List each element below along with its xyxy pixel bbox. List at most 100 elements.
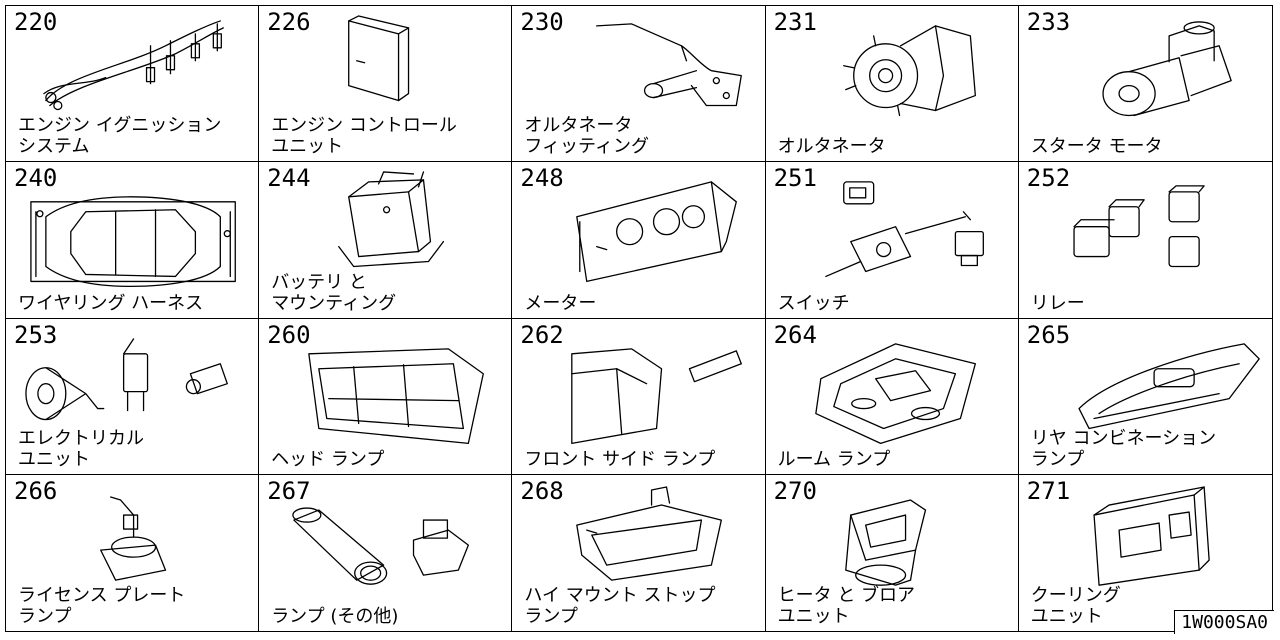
category-number: 240 xyxy=(14,164,58,193)
category-label-line: ヒータ と ブロア xyxy=(777,585,916,606)
category-cell-270[interactable]: 270 ヒータ と ブロアユニット xyxy=(766,474,1019,631)
category-number: 230 xyxy=(520,8,564,36)
category-number: 244 xyxy=(267,164,311,193)
category-cell-264[interactable]: 264 ルーム ランプ xyxy=(765,318,1019,475)
category-label-line: ランプ xyxy=(1030,448,1085,470)
category-label-line: メーター xyxy=(524,292,597,314)
category-label: ヘッド ランプ xyxy=(271,449,384,470)
category-cell-226[interactable]: 226 エンジン コントロールユニット xyxy=(259,6,513,163)
category-cell-231[interactable]: 231 オルタネータ xyxy=(765,6,1019,163)
category-number: 220 xyxy=(14,8,58,36)
category-label: メーター xyxy=(524,293,596,314)
category-label-line: ヘッド ランプ xyxy=(271,448,385,470)
category-number: 268 xyxy=(520,476,564,505)
license-lamp-icon xyxy=(100,496,167,581)
category-label-line: エンジン コントロール xyxy=(271,115,457,137)
category-label-line: フロント サイド ランプ xyxy=(524,448,716,470)
category-cell-251[interactable]: 251 スイッチ xyxy=(765,162,1019,319)
category-cell-267[interactable]: 267 ランプ (その他) xyxy=(259,474,513,631)
category-cell-253[interactable]: 253 エレクトリカルユニット xyxy=(6,318,260,475)
ignition-wires-icon xyxy=(43,20,224,111)
category-label-line: ユニット xyxy=(271,136,344,158)
category-cell-262[interactable]: 262 フロント サイド ランプ xyxy=(512,318,766,475)
category-label: オルタネータ xyxy=(778,136,886,157)
category-cell-240[interactable]: 240 ワイヤリング ハーネス xyxy=(6,162,260,319)
category-label: ルーム ランプ xyxy=(778,449,891,470)
stop-lamp-icon xyxy=(576,486,723,581)
category-label-line: オルタネータ xyxy=(777,136,886,158)
side-lamp-icon xyxy=(571,347,743,444)
category-cell-233[interactable]: 233 スタータ モータ xyxy=(1018,6,1272,163)
cooling-unit-icon xyxy=(1093,486,1210,586)
category-label: ハイ マウント ストップランプ xyxy=(524,585,715,627)
rear-lamp-icon xyxy=(1078,342,1260,429)
category-label: エンジン コントロールユニット xyxy=(271,115,457,157)
category-label: エンジン イグニッションシステム xyxy=(18,115,221,157)
category-label: スイッチ xyxy=(778,293,850,314)
category-number: 233 xyxy=(1026,8,1071,36)
category-label-line: ユニット xyxy=(1030,606,1103,627)
category-label-line: マウンティング xyxy=(271,292,397,314)
category-label-line: エレクトリカル xyxy=(18,427,144,449)
category-cell-252[interactable]: 252 リレー xyxy=(1018,162,1272,319)
category-cell-220[interactable]: 220 エンジン イグニッションシステム xyxy=(6,6,260,163)
category-label-line: ユニット xyxy=(18,448,90,470)
room-lamp-icon xyxy=(814,342,976,444)
category-label: ワイヤリング ハーネス xyxy=(18,293,203,314)
category-label-line: エンジン イグニッション xyxy=(18,115,222,137)
battery-icon xyxy=(338,171,445,268)
category-number: 231 xyxy=(773,8,817,36)
category-number: 252 xyxy=(1026,164,1071,193)
category-number: 253 xyxy=(14,320,58,349)
category-number: 266 xyxy=(14,476,58,505)
category-label: リヤ コンビネーションランプ xyxy=(1031,428,1216,470)
misc-lamp-icon xyxy=(292,507,470,585)
category-cell-265[interactable]: 265 リヤ コンビネーションランプ xyxy=(1018,319,1272,475)
category-label: ヒータ と ブロアユニット xyxy=(778,585,915,627)
category-number: 267 xyxy=(267,476,311,505)
starter-motor-icon xyxy=(1102,21,1232,117)
category-label-line: ハイ マウント ストップ xyxy=(524,585,716,606)
category-label-line: ワイヤリング ハーネス xyxy=(18,292,204,314)
category-label-line: バッテリ と xyxy=(271,271,367,293)
category-label-line: ユニット xyxy=(777,606,850,627)
category-number: 226 xyxy=(267,8,311,36)
diagram-code: 1W000SA0 xyxy=(1174,610,1274,634)
bracket-icon xyxy=(596,23,743,107)
category-cell-268[interactable]: 268 ハイ マウント ストップランプ xyxy=(512,474,766,631)
category-cell-244[interactable]: 244 バッテリ とマウンティング xyxy=(259,162,513,319)
control-unit-icon xyxy=(348,15,410,102)
category-cell-248[interactable]: 248 メーター xyxy=(512,162,766,319)
category-number: 251 xyxy=(773,164,817,193)
category-label-line: オルタネータ xyxy=(524,115,633,137)
heater-icon xyxy=(844,499,926,586)
category-number: 264 xyxy=(773,320,817,349)
category-label: オルタネータフィッティング xyxy=(524,115,649,157)
category-label-line: スイッチ xyxy=(777,292,850,314)
category-cell-271[interactable]: 271 クーリングユニット xyxy=(1019,475,1272,631)
category-label-line: リレー xyxy=(1030,292,1085,314)
category-number: 248 xyxy=(520,164,564,193)
switch-icon xyxy=(824,181,984,278)
category-label: バッテリ とマウンティング xyxy=(271,272,396,314)
category-label-line: ルーム ランプ xyxy=(777,448,891,470)
category-label-line: ランプ (その他) xyxy=(271,606,399,627)
category-label: フロント サイド ランプ xyxy=(524,449,715,470)
category-label: ランプ (その他) xyxy=(271,606,398,627)
category-number: 271 xyxy=(1026,476,1071,505)
category-label-line: ライセンス プレート xyxy=(18,585,186,606)
category-label: スタータ モータ xyxy=(1031,136,1163,157)
category-label: リレー xyxy=(1031,293,1085,314)
category-label-line: リヤ コンビネーション xyxy=(1030,427,1217,449)
category-label-line: クーリング xyxy=(1030,585,1121,606)
car-harness-icon xyxy=(30,196,236,288)
category-label-line: ランプ xyxy=(524,606,578,627)
category-number: 265 xyxy=(1026,320,1071,349)
category-label-line: システム xyxy=(18,136,90,158)
category-cell-230[interactable]: 230 オルタネータフィッティング xyxy=(512,6,766,163)
category-number: 270 xyxy=(773,476,817,505)
category-number: 262 xyxy=(520,320,564,349)
